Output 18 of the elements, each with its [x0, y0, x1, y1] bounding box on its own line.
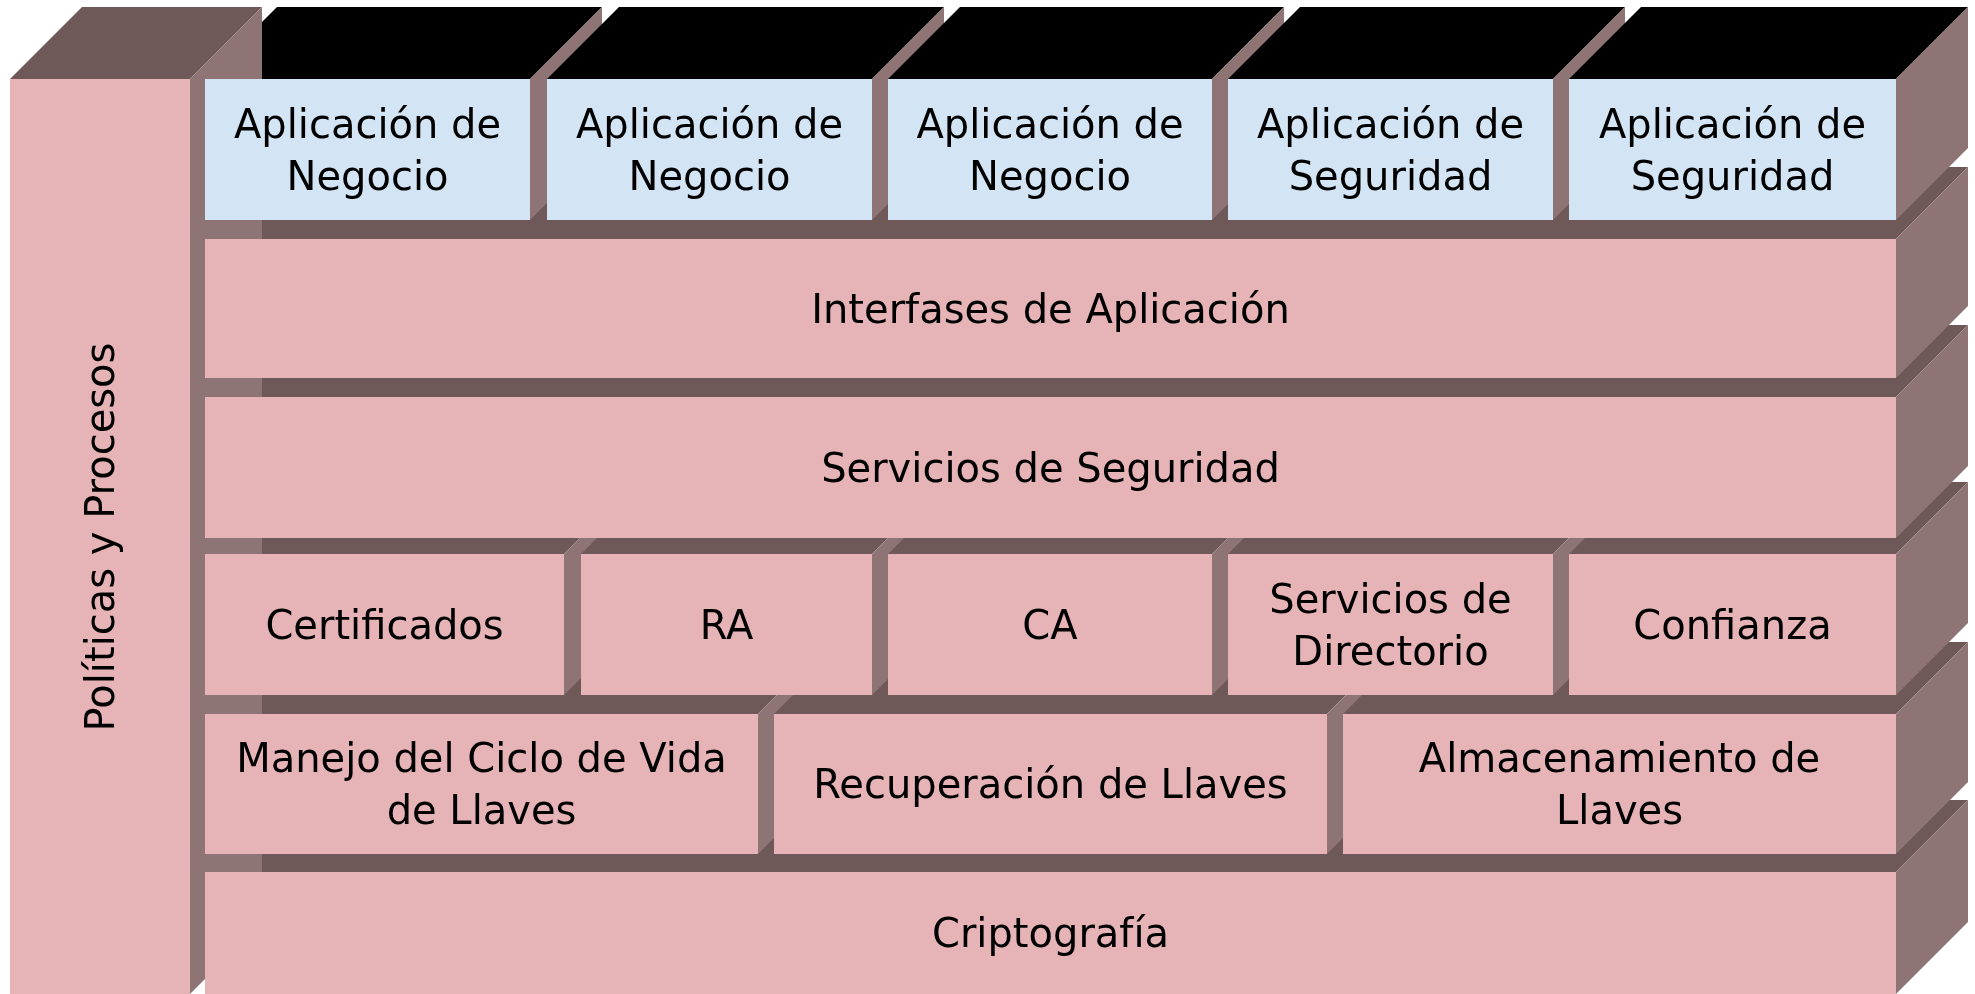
side-pillar: [10, 79, 190, 994]
layer-block: Confianza: [1569, 554, 1896, 695]
layer-block: Interfases de Aplicación: [205, 239, 1896, 378]
application-block: Aplicación de Seguridad: [1228, 79, 1553, 220]
layer-block: Manejo del Ciclo de Vida de Llaves: [205, 714, 758, 854]
layer-block: Criptografía: [205, 872, 1896, 994]
application-block: Aplicación de Negocio: [547, 79, 872, 220]
layer-block: RA: [581, 554, 872, 695]
application-block: Aplicación de Negocio: [205, 79, 530, 220]
layer-block: Servicios de Seguridad: [205, 397, 1896, 538]
application-block: Aplicación de Negocio: [888, 79, 1212, 220]
layer-block: Certificados: [205, 554, 564, 695]
pillar-label: Políticas y Procesos: [76, 342, 124, 731]
layer-block: Recuperación de Llaves: [774, 714, 1327, 854]
layer-block: CA: [888, 554, 1212, 695]
layer-block: Almacenamiento de Llaves: [1343, 714, 1896, 854]
application-block: Aplicación de Seguridad: [1569, 79, 1896, 220]
layer-block: Servicios de Directorio: [1228, 554, 1553, 695]
